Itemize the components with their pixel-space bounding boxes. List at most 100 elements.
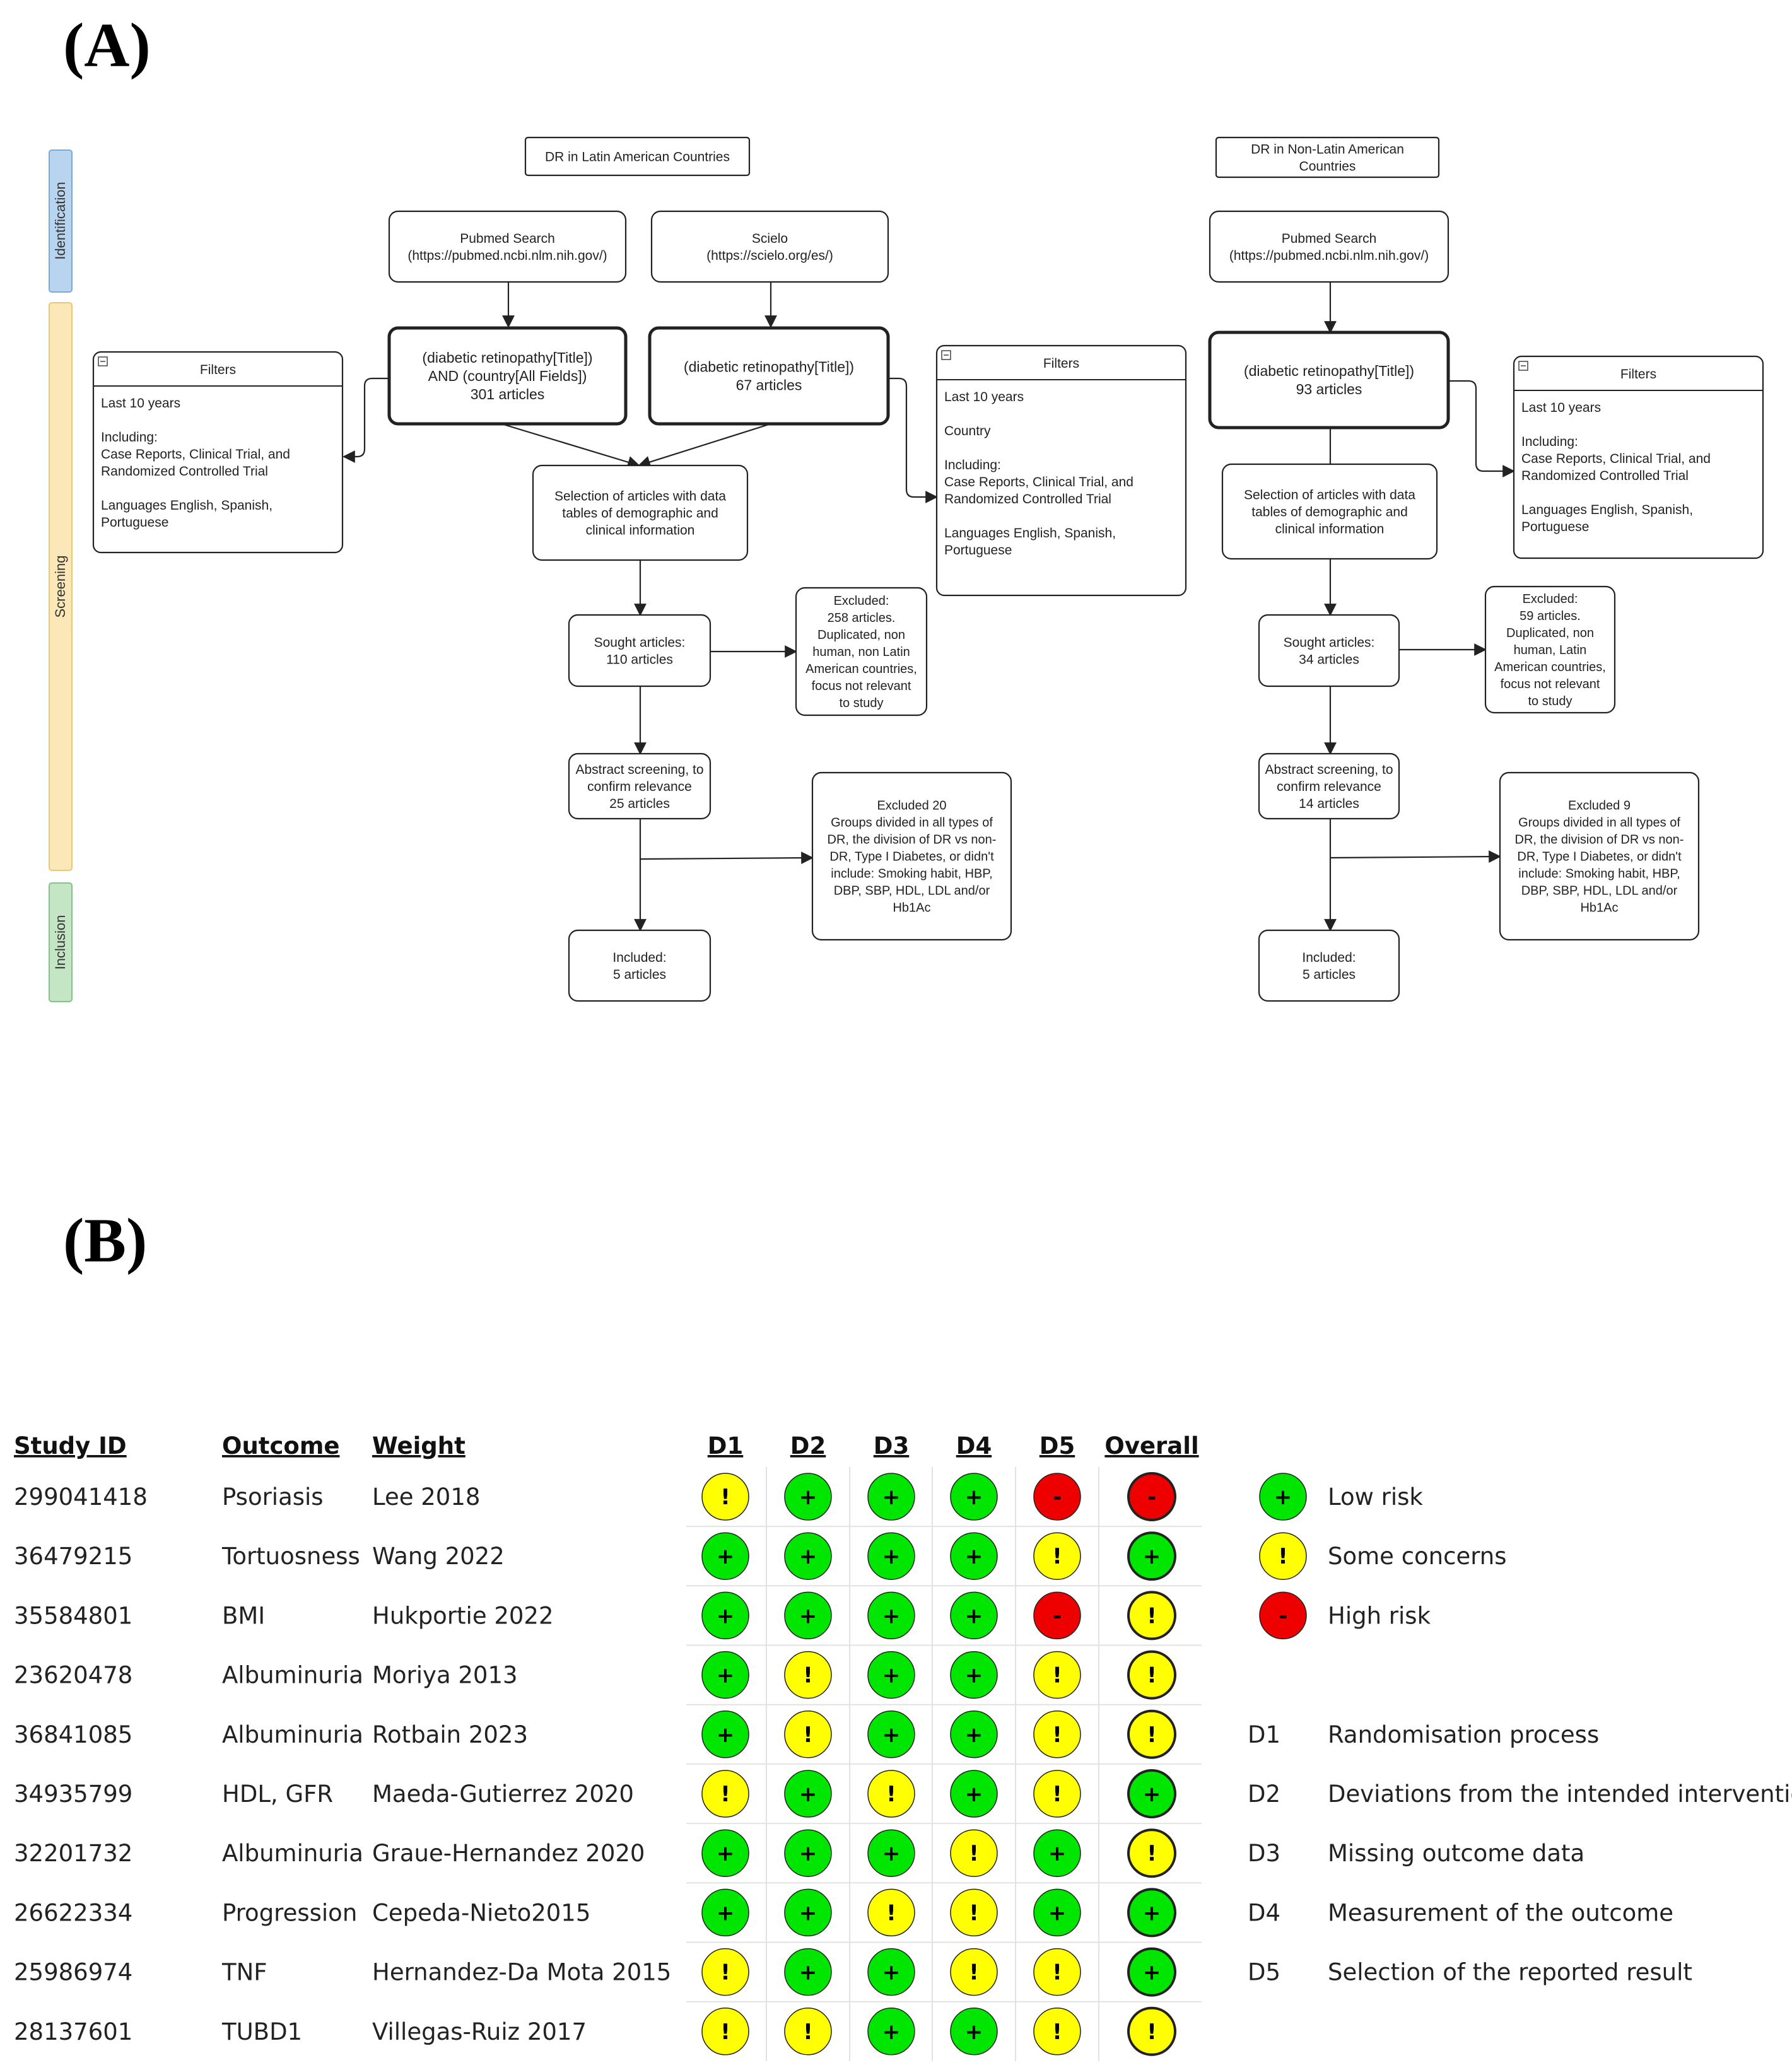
phase-inclusion-label: Inclusion — [52, 915, 68, 970]
judgement-d5: - — [1033, 1591, 1081, 1640]
outcome: Albuminuria — [222, 1662, 363, 1689]
judgement-symbol: + — [882, 1544, 901, 1569]
panel-b-label: (B) — [63, 1205, 147, 1275]
judgement-symbol: ! — [969, 1841, 979, 1866]
header-d3: D3 — [874, 1432, 909, 1459]
study-id: 23620478 — [14, 1662, 132, 1689]
judgement-d3: + — [867, 1948, 915, 1996]
judgement-symbol: ! — [1147, 2020, 1157, 2045]
judgement-d1: ! — [701, 1948, 749, 1996]
study-id: 36479215 — [14, 1543, 132, 1570]
outcome: Tortuosness — [221, 1543, 360, 1570]
domain-label: Missing outcome data — [1328, 1840, 1584, 1867]
nonlatin-filters-title: Filters — [1620, 367, 1656, 382]
latin-excluded2-box-line: DR, the division of DR vs non- — [828, 833, 997, 847]
nonlatin-excluded1-box-line: 59 articles. — [1520, 609, 1581, 623]
judgement-symbol: + — [882, 1841, 901, 1866]
latin-abstract-box-line: confirm relevance — [587, 780, 692, 794]
judgement-symbol: + — [882, 1960, 901, 1985]
judgement-symbol: + — [965, 1722, 983, 1748]
judgement-symbol: - — [1053, 1485, 1062, 1510]
judgement-d2: ! — [784, 2008, 832, 2055]
latin-excluded1-box-line: to study — [839, 696, 883, 710]
latin-query-scielo-box-line: (diabetic retinopathy[Title]) — [684, 359, 854, 375]
judgement-d5: + — [1033, 1888, 1081, 1937]
outcome: Progression — [222, 1899, 357, 1926]
judgement-d4: + — [950, 1770, 998, 1818]
nonlatin-included-box-line: Included: — [1302, 950, 1356, 965]
judgement-d1: ! — [701, 2008, 749, 2055]
latin-sought-box-line: Sought articles: — [594, 635, 686, 650]
domain-label: Deviations from the intended interventio… — [1328, 1781, 1792, 1808]
nonlatin-abstract-box-line: 14 articles — [1299, 797, 1359, 811]
latin-filters-left-line: Case Reports, Clinical Trial, and — [101, 447, 290, 462]
outcome: BMI — [222, 1602, 265, 1629]
judgement-d1: + — [701, 1710, 749, 1758]
nonlatin-excluded1-box-line: Excluded: — [1523, 592, 1578, 606]
legend-label: Low risk — [1328, 1483, 1423, 1511]
judgement-symbol: + — [799, 1782, 817, 1807]
judgement-d1: + — [701, 1829, 749, 1877]
nonlatin-query-box-line: 93 articles — [1296, 381, 1362, 397]
legend-low: +Low risk — [1259, 1473, 1423, 1521]
judgement-d5: ! — [1033, 1770, 1081, 1818]
judgement-overall: - — [1127, 1472, 1176, 1521]
outcome: Albuminuria — [222, 1721, 363, 1748]
judgement-symbol: + — [799, 1485, 817, 1510]
judgement-d2: + — [784, 1532, 832, 1580]
judgement-symbol: + — [717, 1900, 735, 1926]
judgement-d4: ! — [950, 1888, 998, 1937]
latin-excluded2-box-line: Hb1Ac — [893, 901, 930, 915]
latin-query-scielo-box-line: 67 articles — [736, 377, 802, 394]
judgement-overall: ! — [1127, 1591, 1176, 1640]
judgement-symbol: ! — [1147, 1722, 1157, 1748]
latin-included-box: Included:5 articles — [568, 929, 712, 1002]
latin-abstract-box: Abstract screening, to confirm relevance 2… — [568, 752, 712, 820]
study-id: 299041418 — [14, 1483, 148, 1511]
latin-excluded1-box-line: 258 articles. — [828, 611, 896, 625]
judgement-symbol: ! — [720, 2020, 730, 2045]
latin-selection-box-line: Selection of articles with data — [554, 489, 726, 503]
latin-excluded1-box-line: American countries, — [805, 662, 917, 676]
judgement-symbol: ! — [720, 1960, 730, 1985]
judgement-d5: - — [1033, 1473, 1081, 1521]
latin-abstract-box-line: 25 articles — [609, 797, 670, 811]
judgement-d3: ! — [867, 1888, 915, 1937]
domain-code: D5 — [1248, 1959, 1280, 1986]
latin-sought-box-line: 110 articles — [606, 652, 673, 667]
domain-label: Measurement of the outcome — [1328, 1899, 1673, 1926]
judgement-symbol: + — [1143, 1900, 1161, 1926]
nonlatin-excluded1-box-line: Duplicated, non — [1506, 626, 1594, 640]
judgement-symbol: + — [1048, 1841, 1067, 1866]
judgement-symbol: + — [965, 1603, 983, 1629]
latin-pubmed-box-line: (https://pubmed.ncbi.nlm.nih.gov/) — [407, 249, 607, 263]
outcome: TNF — [221, 1959, 267, 1986]
nonlatin-excluded1-box-line: human, Latin — [1514, 643, 1587, 657]
latin-abstract-box-line: Abstract screening, to — [575, 763, 703, 777]
latin-filters-right-line: Portuguese — [944, 543, 1012, 558]
legend-label: High risk — [1328, 1602, 1431, 1629]
weight: Villegas-Ruiz 2017 — [372, 2018, 587, 2045]
phase-identification: Identification — [49, 149, 73, 293]
latin-pubmed-box-line: Pubmed Search — [460, 231, 555, 246]
judgement-d4: + — [950, 1532, 998, 1580]
judgement-symbol: + — [1048, 1900, 1067, 1926]
latin-title-box: DR in Latin American Countries — [524, 136, 751, 177]
judgement-d5: ! — [1033, 2008, 1081, 2055]
judgement-symbol: ! — [720, 1485, 730, 1510]
latin-query-pubmed-box: (diabetic retinopathy[Title])AND (countr… — [387, 326, 628, 426]
latin-excluded2-box-line: DBP, SBP, HDL, LDL and/or — [834, 884, 990, 898]
weight: Rotbain 2023 — [372, 1721, 528, 1748]
judgement-d3: ! — [867, 1770, 915, 1818]
nonlatin-filters-line: Including: — [1521, 435, 1578, 449]
legend-symbol-high: - — [1259, 1591, 1307, 1640]
judgement-symbol: ! — [1278, 1544, 1288, 1569]
